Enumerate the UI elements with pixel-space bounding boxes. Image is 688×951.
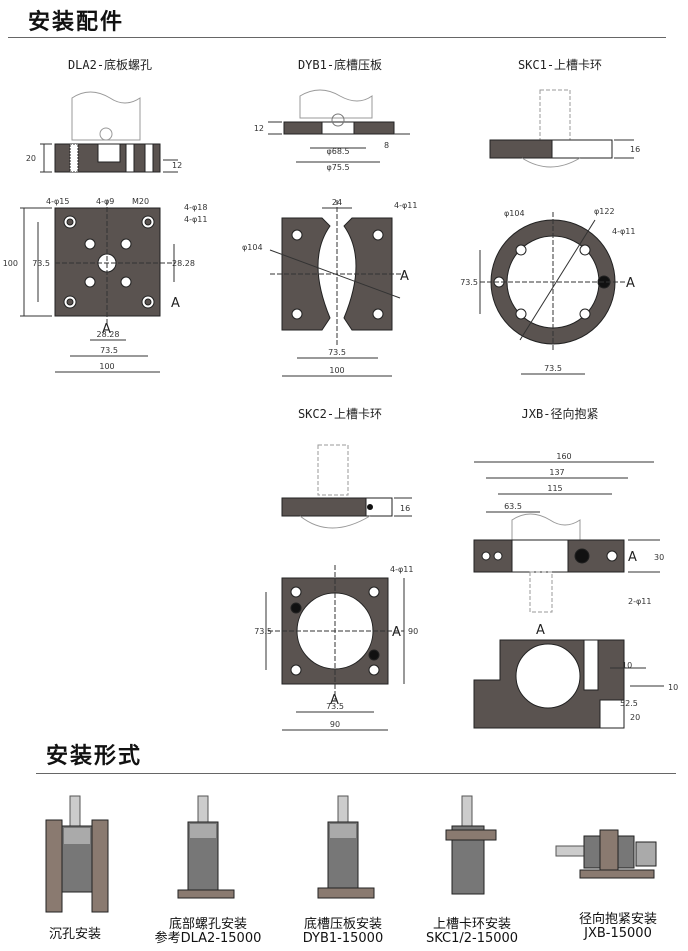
dla2-dim-100-v: 100 bbox=[3, 259, 18, 268]
jxb-section-a-bottom: A bbox=[536, 623, 545, 638]
skc2-dim-73-5-h: 73.5 bbox=[326, 702, 344, 711]
skc2-section-a-bottom: A bbox=[330, 693, 339, 708]
jxb-dim-115: 115 bbox=[547, 484, 562, 493]
dyb1-dim-100: 100 bbox=[329, 366, 344, 375]
dyb1-dim-12: 12 bbox=[254, 124, 264, 133]
skc1-dim-73-5-h: 73.5 bbox=[544, 364, 562, 373]
jxb-dim-160: 160 bbox=[556, 452, 571, 461]
jxb-section-a-right: A bbox=[628, 550, 637, 565]
dyb1-dim-phi68: φ68.5 bbox=[326, 147, 349, 156]
jxb-dim-10: 10 bbox=[622, 661, 632, 670]
section-divider-2 bbox=[36, 773, 676, 774]
skc2-dim-16: 16 bbox=[400, 504, 410, 513]
jxb-label-phi11: 2-φ11 bbox=[628, 597, 651, 606]
part-caption-dla2: DLA2-底板螺孔 bbox=[67, 58, 153, 72]
skc1-label-phi122: φ122 bbox=[594, 207, 615, 216]
jxb-dim-52-5: 52.5 bbox=[620, 699, 638, 708]
dla2-dim-28-28-v: 28.28 bbox=[172, 259, 195, 268]
part-caption-skc1: SKC1-上槽卡环 bbox=[517, 58, 603, 72]
dyb1-label-phi104: φ104 bbox=[242, 243, 263, 252]
dla2-dim-73-5-v: 73.5 bbox=[32, 259, 50, 268]
skc1-section-a: A bbox=[626, 276, 635, 291]
jxb-dim-30: 30 bbox=[654, 553, 664, 562]
part-caption-skc2: SKC2-上槽卡环 bbox=[297, 407, 383, 421]
jxb-dim-10-edge: 10 bbox=[668, 683, 678, 692]
dla2-dim-12: 12 bbox=[172, 161, 182, 170]
skc1-dim-16: 16 bbox=[630, 145, 640, 154]
skc2-label-phi11: 4-φ11 bbox=[390, 565, 413, 574]
dla2-dim-100-h: 100 bbox=[99, 362, 114, 371]
dla2-dim-20: 20 bbox=[26, 154, 36, 163]
skc1-dim-73-5-v: 73.5 bbox=[460, 278, 478, 287]
part-caption-dyb1: DYB1-底槽压板 bbox=[297, 58, 383, 72]
dyb1-dim-24: 24 bbox=[332, 198, 342, 207]
jxb-dim-63-5: 63.5 bbox=[504, 502, 522, 511]
dyb1-label-phi11: 4-φ11 bbox=[394, 201, 417, 210]
dla2-dim-28-28-h: 28.28 bbox=[97, 330, 120, 339]
dla2-dim-73-5-h: 73.5 bbox=[100, 346, 118, 355]
dla2-section-a-bottom: A bbox=[102, 322, 111, 337]
dyb1-dim-phi75: φ75.5 bbox=[326, 163, 349, 172]
jxb-dim-137: 137 bbox=[549, 468, 564, 477]
skc2-dim-90-h: 90 bbox=[330, 720, 340, 729]
dla2-section-a-right: A bbox=[171, 296, 180, 311]
dla2-label-phi9: 4-φ9 bbox=[96, 197, 114, 206]
dyb1-section-a: A bbox=[400, 269, 409, 284]
skc2-dim-73-5-v: 73.5 bbox=[254, 627, 272, 636]
skc1-label-phi11: 4-φ11 bbox=[612, 227, 635, 236]
jxb-dim-20: 20 bbox=[630, 713, 640, 722]
dla2-label-phi18: 4-φ18 bbox=[184, 203, 207, 212]
skc2-section-a-right: A bbox=[392, 625, 401, 640]
dla2-label-m20: M20 bbox=[132, 197, 149, 206]
part-caption-jxb: JXB-径向抱紧 bbox=[521, 407, 599, 421]
section-divider bbox=[8, 37, 666, 38]
dyb1-dim-73-5: 73.5 bbox=[328, 348, 346, 357]
skc1-label-phi104: φ104 bbox=[504, 209, 525, 218]
skc2-dim-90-v: 90 bbox=[408, 627, 418, 636]
mounting-caption-counterbore: 沉孔安装 bbox=[48, 927, 101, 942]
mounting-caption-bottom-thread: 底部螺孔安装参考DLA2-15000 bbox=[154, 917, 262, 946]
section-title-mounting: 安装形式 bbox=[46, 744, 143, 769]
dla2-label-phi15: 4-φ15 bbox=[46, 197, 69, 206]
dla2-label-phi11: 4-φ11 bbox=[184, 215, 207, 224]
dyb1-dim-8: 8 bbox=[384, 141, 389, 150]
section-title-accessories: 安装配件 bbox=[28, 10, 125, 35]
